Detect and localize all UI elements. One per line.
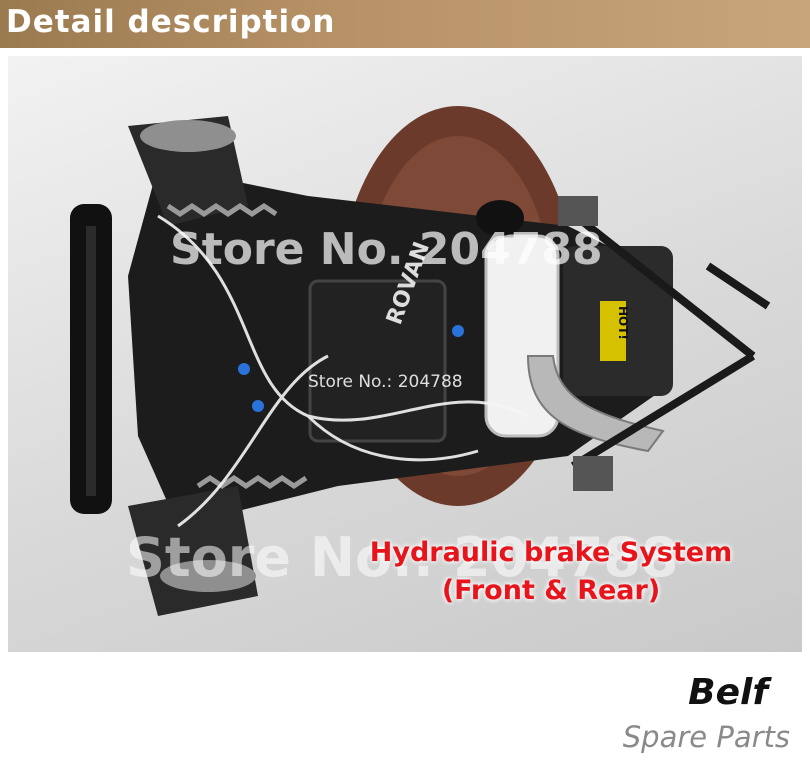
rear-cage-shape bbox=[560, 202, 771, 470]
front-spring-bottom-shape bbox=[196, 474, 308, 490]
rc-car-chassis-illustration: ROVAN HOT! bbox=[70, 106, 771, 616]
fitting-shape bbox=[452, 325, 464, 337]
watermark-main: Store No. 204788 bbox=[170, 224, 603, 275]
caption-line-2: (Front & Rear) bbox=[441, 575, 661, 606]
rear-hub-bottom-shape bbox=[573, 456, 613, 491]
fitting-shape bbox=[238, 363, 250, 375]
photo-frame: ROVAN HOT! bbox=[0, 48, 810, 660]
feature-caption: Hydraulic brake System (Front & Rear) bbox=[326, 534, 776, 610]
product-photo: ROVAN HOT! bbox=[8, 56, 802, 652]
front-spring-top-shape bbox=[166, 202, 278, 218]
front-brake-disc-top-shape bbox=[140, 120, 236, 152]
radio-box-shape bbox=[308, 279, 447, 443]
brand-name: Belf bbox=[688, 672, 768, 713]
front-bumper-detail-shape bbox=[86, 226, 96, 496]
brand-subtitle: Spare Parts bbox=[622, 720, 790, 754]
watermark-bottom: Store No.: 204788 bbox=[126, 526, 679, 589]
caption-line-1: Hydraulic brake System bbox=[369, 537, 733, 568]
rear-hub-top-shape bbox=[558, 196, 598, 226]
header-title: Detail description bbox=[6, 4, 336, 40]
header-bar: Detail description bbox=[0, 0, 810, 48]
engine-sticker-shape bbox=[600, 301, 626, 361]
fuel-cap-shape bbox=[476, 200, 524, 236]
brake-lines-shape bbox=[157, 214, 529, 528]
watermark-small: Store No.: 204788 bbox=[308, 372, 463, 392]
fitting-shape bbox=[252, 400, 264, 412]
engine-sticker-label: HOT! bbox=[616, 306, 630, 340]
front-brake-disc-bottom-shape bbox=[160, 560, 256, 592]
